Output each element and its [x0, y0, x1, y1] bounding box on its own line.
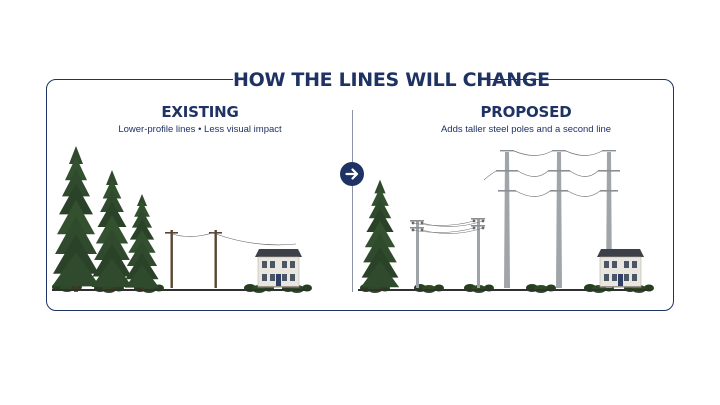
- evergreen-tree-icon: [124, 194, 160, 292]
- utility-pole-icon: [410, 220, 424, 288]
- arrow-right-icon: [340, 162, 364, 186]
- power-line: [517, 170, 549, 177]
- power-line: [483, 170, 497, 181]
- utility-pole-icon: [471, 218, 485, 288]
- bush: [526, 284, 556, 293]
- power-line: [412, 220, 475, 226]
- power-line: [567, 190, 601, 197]
- proposed-subtitle: Adds taller steel poles and a second lin…: [440, 124, 612, 135]
- ground-line: [52, 289, 310, 291]
- utility-pole-icon: [496, 150, 518, 288]
- diagram-title: HOW THE LINES WILL CHANGE: [233, 66, 550, 94]
- panel-divider: [352, 110, 353, 292]
- utility-pole-icon: [548, 150, 570, 288]
- power-line: [565, 150, 603, 156]
- power-line: [171, 231, 216, 237]
- power-line: [515, 190, 551, 197]
- house-icon: [254, 248, 303, 288]
- house-icon: [596, 248, 645, 288]
- power-line: [569, 170, 599, 177]
- power-line: [215, 233, 297, 246]
- utility-pole-icon: [209, 230, 222, 288]
- utility-pole-icon: [165, 230, 178, 288]
- existing-scene: [52, 146, 312, 293]
- evergreen-tree-icon: [52, 146, 100, 292]
- ground-line: [358, 289, 650, 291]
- power-line: [412, 227, 475, 233]
- power-line: [421, 220, 484, 227]
- power-line: [513, 150, 553, 156]
- proposed-heading: PROPOSED: [480, 103, 572, 121]
- existing-heading: EXISTING: [161, 103, 239, 121]
- proposed-scene: [358, 150, 654, 293]
- evergreen-tree-icon: [360, 179, 400, 292]
- evergreen-tree-icon: [91, 170, 133, 292]
- existing-subtitle: Lower-profile lines • Less visual impact: [118, 124, 282, 135]
- power-line: [421, 227, 484, 234]
